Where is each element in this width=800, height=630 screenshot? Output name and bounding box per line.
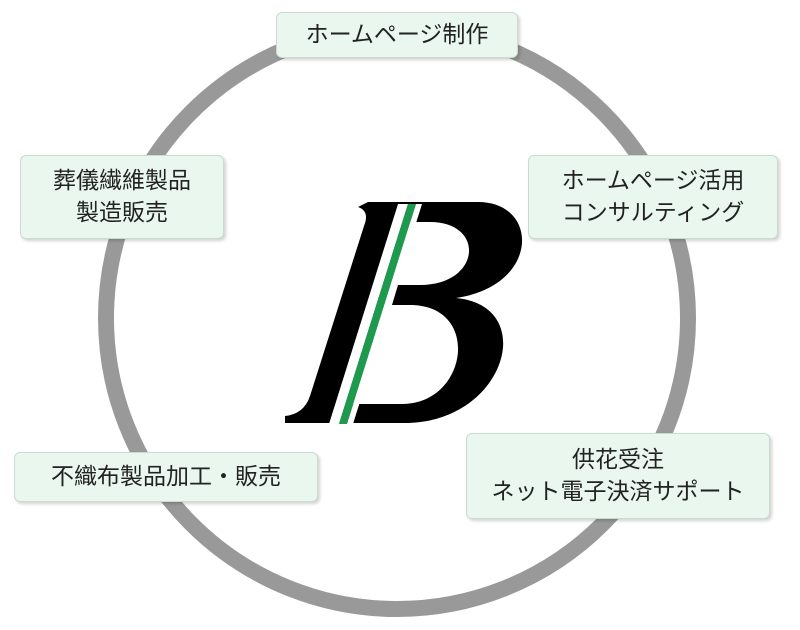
logo-stripe-white-2 [347, 204, 422, 424]
service-label-line: 葬儀繊維製品 [53, 168, 191, 194]
service-label-line: 製造販売 [76, 200, 168, 226]
service-label-line: ホームページ制作 [305, 22, 489, 48]
service-box-nonwoven-products: 不織布製品加工・販売 [14, 452, 318, 502]
logo-b-icon [285, 202, 523, 424]
service-box-funeral-textiles: 葬儀繊維製品 製造販売 [20, 155, 224, 239]
service-box-homepage-production: ホームページ制作 [276, 12, 518, 58]
service-label-line: ホームページ活用 [561, 168, 745, 194]
service-label-line: 不織布製品加工・販売 [51, 464, 281, 490]
logo-b-shape [285, 202, 523, 423]
service-label-line: 供花受注 [572, 447, 664, 473]
service-box-flower-orders-payment: 供花受注 ネット電子決済サポート [466, 433, 770, 519]
logo-stripe-white-1 [329, 204, 408, 424]
service-box-homepage-consulting: ホームページ活用 コンサルティング [528, 155, 778, 239]
service-label-line: コンサルティング [561, 200, 745, 226]
ring-circle [98, 19, 696, 617]
logo-stripe-green [339, 204, 416, 424]
service-label-line: ネット電子決済サポート [491, 479, 745, 505]
